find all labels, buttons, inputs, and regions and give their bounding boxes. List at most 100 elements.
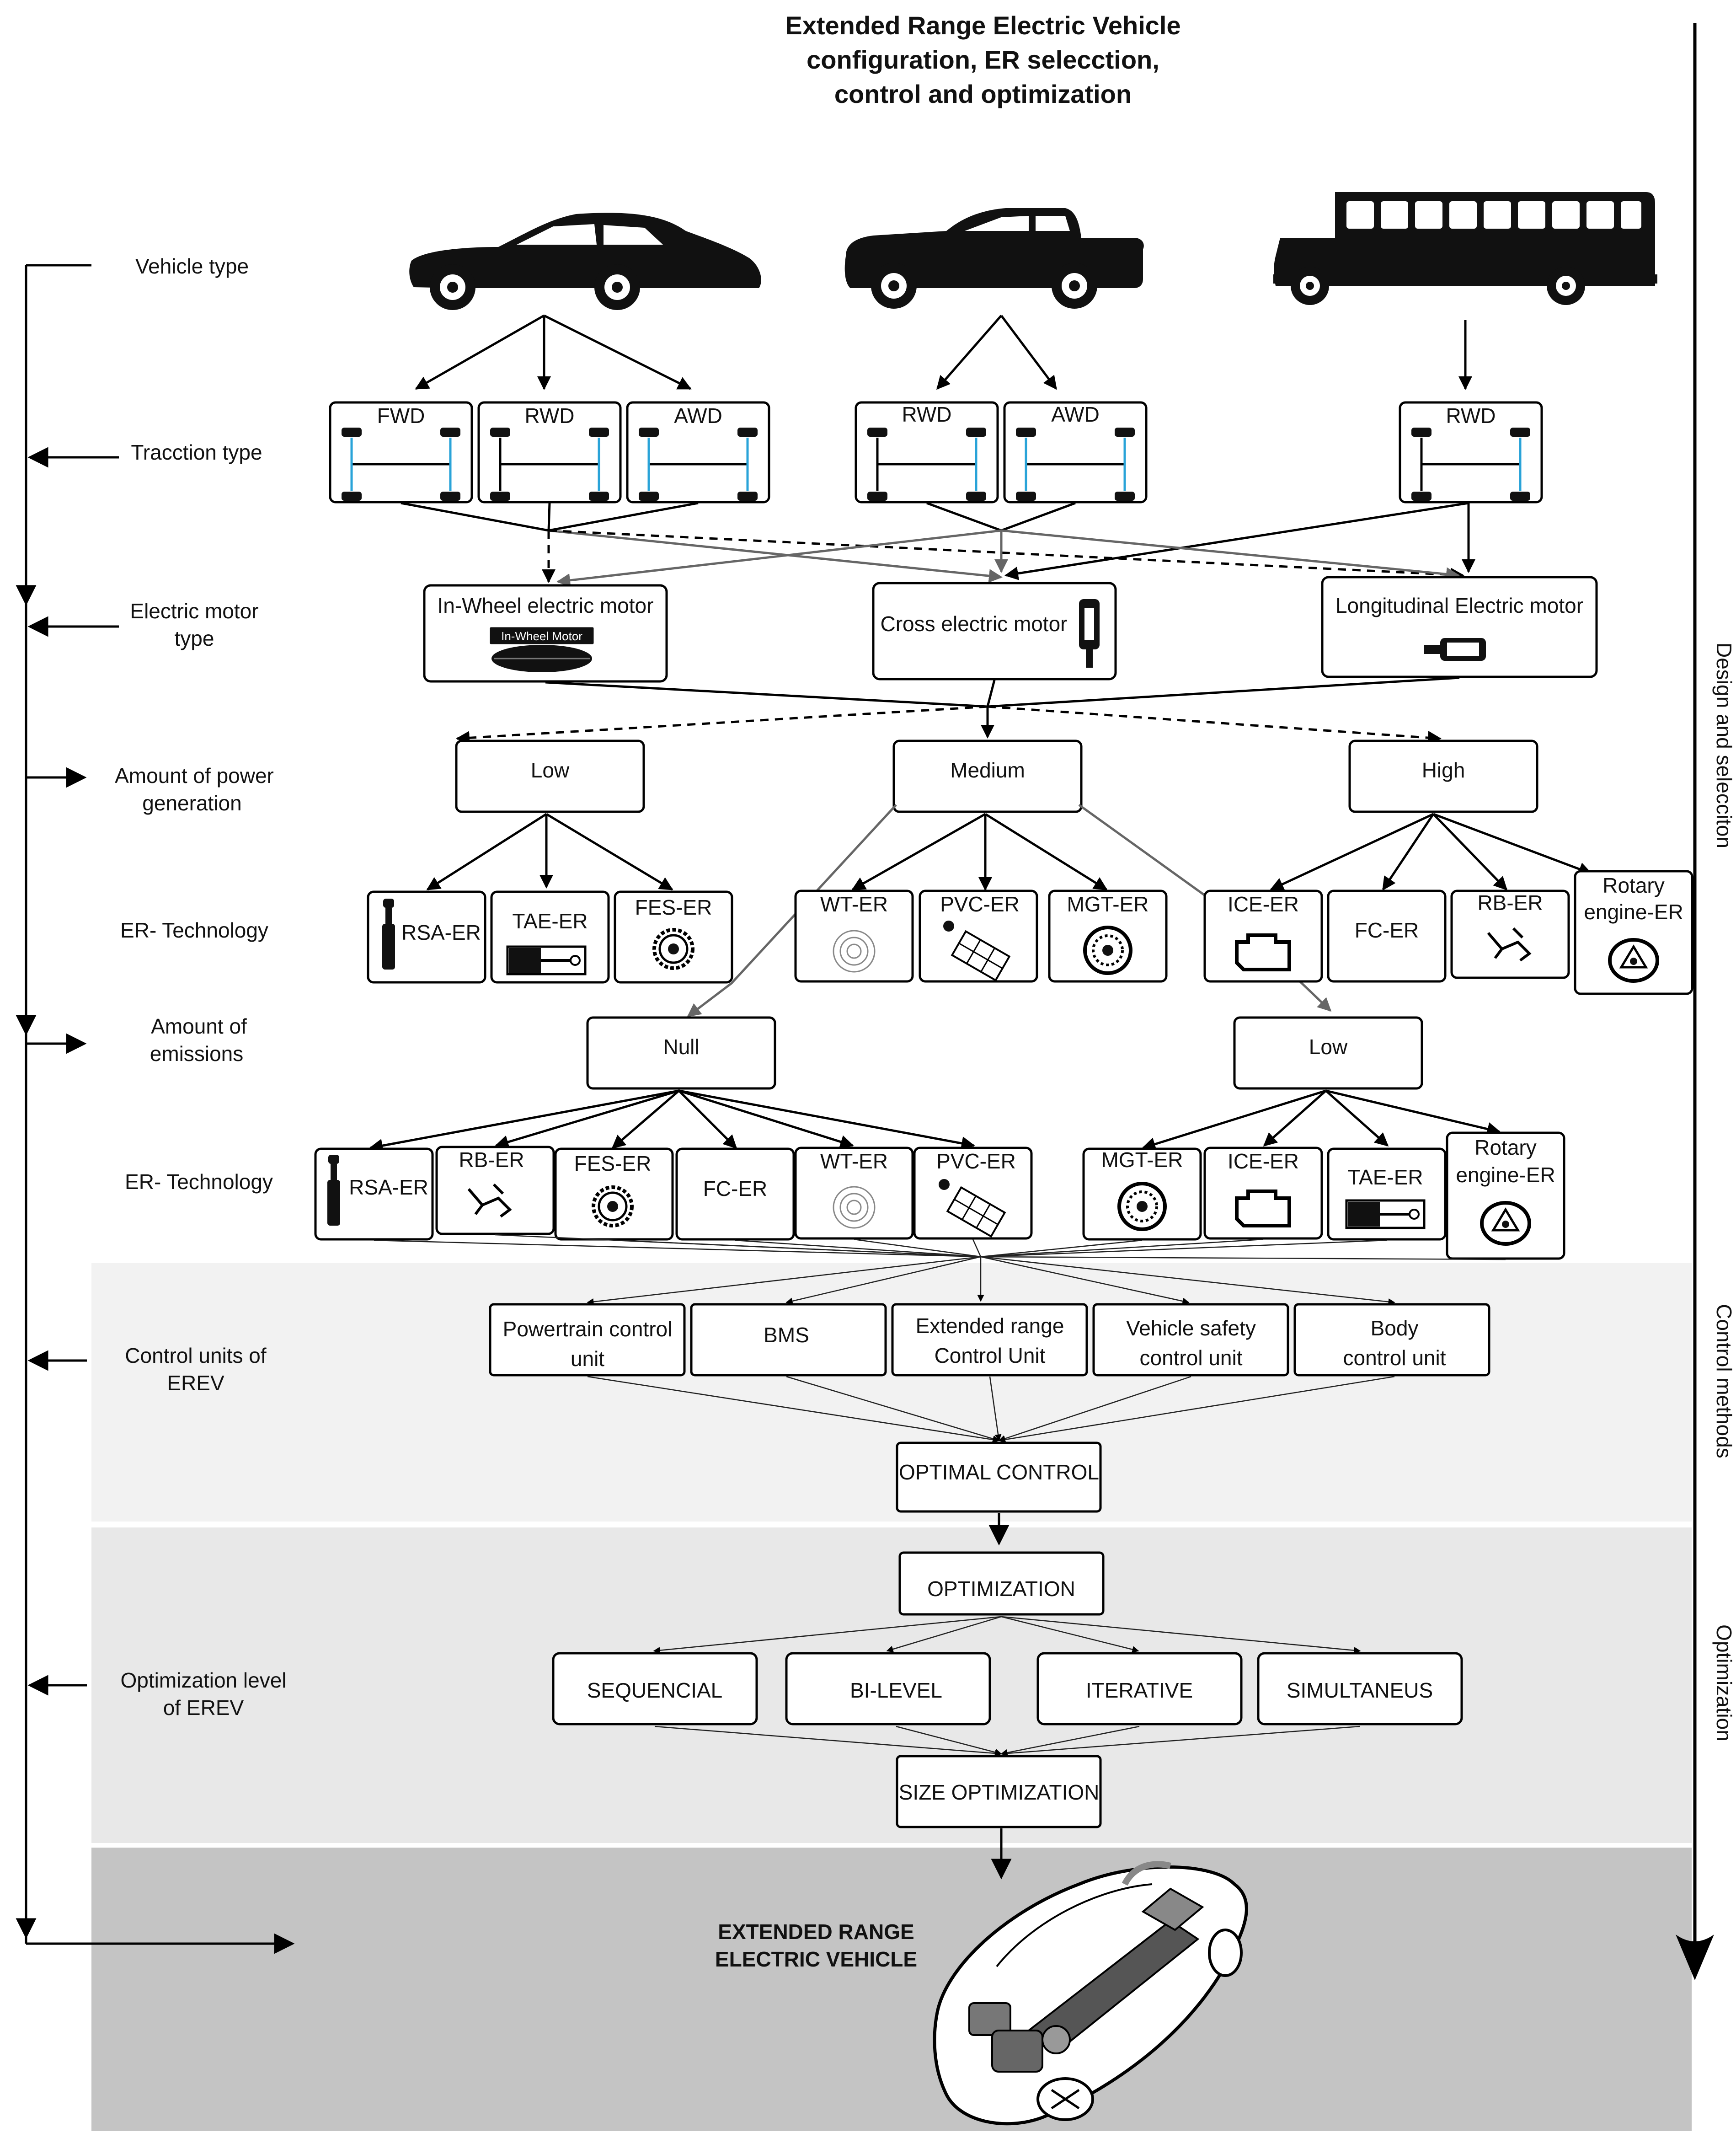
row-labels: Vehicle type Tracction type Electric mot… — [115, 254, 286, 1720]
svg-text:ELECTRIC VEHICLE: ELECTRIC VEHICLE — [715, 1947, 917, 1971]
tech1-fc: FC-ER — [1327, 889, 1447, 983]
tech2-rb: RB-ER — [435, 1146, 555, 1235]
motor-power-links — [456, 676, 1460, 745]
svg-text:FC-ER: FC-ER — [703, 1177, 768, 1200]
svg-text:FES-ER: FES-ER — [574, 1152, 652, 1175]
final-vehicle-label: EXTENDED RANGE ELECTRIC VEHICLE — [715, 1920, 917, 1971]
svg-text:OPTIMIZATION: OPTIMIZATION — [927, 1577, 1075, 1601]
traction-car-rwd: RWD — [477, 401, 622, 504]
svg-text:control unit: control unit — [1139, 1346, 1242, 1370]
svg-text:Vehicle safety: Vehicle safety — [1126, 1316, 1256, 1340]
svg-text:In-Wheel Motor: In-Wheel Motor — [501, 629, 582, 643]
row-label-control-units-1: Control units of — [125, 1344, 267, 1367]
traction-pickup-awd: AWD — [1003, 401, 1148, 504]
opt-bilevel: BI-LEVEL — [785, 1652, 991, 1725]
emission-tech-links — [369, 1089, 1501, 1152]
svg-text:ICE-ER: ICE-ER — [1228, 892, 1299, 916]
bus-icon — [1273, 192, 1657, 305]
optimization-box: OPTIMIZATION — [898, 1551, 1105, 1616]
row-label-motor-type-2: type — [175, 627, 214, 650]
side-label-control: Control methods — [1712, 1304, 1736, 1458]
opt-sequencial: SEQUENCIAL — [552, 1652, 758, 1725]
emissions-low: Low — [1233, 1016, 1423, 1090]
svg-text:ICE-ER: ICE-ER — [1228, 1149, 1299, 1173]
cu-extended-range: Extended range Control Unit — [891, 1303, 1088, 1377]
row-label-vehicle-type: Vehicle type — [135, 254, 249, 278]
svg-text:SEQUENCIAL: SEQUENCIAL — [587, 1678, 723, 1702]
tech2-wt: WT-ER — [794, 1147, 914, 1240]
tech2-rsa: RSA-ER — [314, 1147, 434, 1241]
opt-simultaneus: SIMULTANEUS — [1257, 1652, 1463, 1725]
svg-text:RB-ER: RB-ER — [459, 1148, 524, 1172]
row-label-emissions-2: emissions — [150, 1042, 244, 1066]
motor-longitudinal: Longitudinal Electric motor — [1321, 576, 1598, 678]
svg-text:RSA-ER: RSA-ER — [349, 1175, 428, 1199]
svg-text:In-Wheel electric motor: In-Wheel electric motor — [438, 594, 654, 617]
svg-text:Cross electric motor: Cross electric motor — [881, 612, 1068, 636]
convergence-control-links — [587, 1256, 1395, 1305]
svg-text:Rotary: Rotary — [1602, 873, 1664, 897]
svg-text:RSA-ER: RSA-ER — [401, 921, 481, 944]
svg-text:BI-LEVEL: BI-LEVEL — [850, 1678, 942, 1702]
tech2-pvc: PVC-ER — [913, 1147, 1033, 1240]
svg-text:Rotary: Rotary — [1474, 1136, 1536, 1159]
tech1-ice: ICE-ER — [1203, 889, 1323, 983]
svg-text:WT-ER: WT-ER — [820, 892, 888, 916]
pickup-truck-icon — [844, 208, 1144, 309]
tech1-rotary: Rotary engine-ER — [1574, 870, 1693, 995]
tech1-tae: TAE-ER — [490, 890, 610, 984]
row-label-control-units-2: EREV — [167, 1371, 224, 1395]
tech2-ice: ICE-ER — [1203, 1147, 1323, 1240]
power-medium: Medium — [892, 739, 1083, 813]
tech1-rb: RB-ER — [1450, 889, 1570, 979]
left-bracket — [16, 264, 295, 1954]
control-methods-band — [91, 1263, 1692, 1522]
final-vehicle-band — [91, 1848, 1692, 2131]
svg-text:Extended range: Extended range — [916, 1314, 1064, 1338]
tech-convergence-lines — [374, 1234, 1506, 1260]
power-high: High — [1348, 739, 1538, 813]
tech2-fc: FC-ER — [675, 1147, 795, 1241]
svg-text:RB-ER: RB-ER — [1477, 891, 1543, 915]
svg-text:PVC-ER: PVC-ER — [936, 1149, 1016, 1173]
title-line-1: Extended Range Electric Vehicle — [785, 11, 1180, 40]
svg-text:RWD: RWD — [1446, 404, 1496, 428]
optimal-control-box: OPTIMAL CONTROL — [896, 1441, 1102, 1513]
traction-pickup-rwd: RWD — [855, 401, 999, 504]
size-optimization-box: SIZE OPTIMIZATION — [896, 1755, 1102, 1828]
tech2-mgt: MGT-ER — [1082, 1147, 1202, 1241]
tech1-wt: WT-ER — [794, 889, 914, 983]
svg-text:Null: Null — [663, 1035, 699, 1059]
svg-text:Low: Low — [1309, 1035, 1348, 1059]
row-label-opt-level-2: of EREV — [163, 1696, 244, 1720]
svg-text:RWD: RWD — [524, 404, 574, 428]
side-label-design: Design and selecciton — [1712, 643, 1736, 848]
opt-iterative: ITERATIVE — [1036, 1652, 1243, 1725]
svg-text:Low: Low — [531, 758, 570, 782]
traction-car-awd: AWD — [626, 401, 770, 504]
sedan-icon — [409, 213, 761, 310]
title-line-2: configuration, ER selecction, — [807, 45, 1159, 74]
row-label-motor-type-1: Electric motor — [130, 599, 258, 623]
tech1-pvc: PVC-ER — [919, 889, 1038, 983]
cu-vehicle-safety: Vehicle safety control unit — [1092, 1303, 1289, 1377]
method-size-links — [654, 1725, 1360, 1757]
cu-bms: BMS — [690, 1303, 887, 1377]
right-flow-arrow — [1676, 23, 1714, 1980]
svg-text:Powertrain control: Powertrain control — [503, 1317, 673, 1341]
optimization-method-links — [653, 1616, 1361, 1654]
svg-text:FES-ER: FES-ER — [635, 895, 712, 919]
svg-text:Longitudinal Electric motor: Longitudinal Electric motor — [1335, 594, 1583, 617]
svg-text:engine-ER: engine-ER — [1456, 1163, 1555, 1187]
svg-text:High: High — [1422, 758, 1465, 782]
traction-bus-rwd: RWD — [1399, 401, 1543, 504]
svg-text:TAE-ER: TAE-ER — [512, 909, 588, 933]
svg-text:BMS: BMS — [764, 1323, 809, 1347]
power-low: Low — [455, 739, 645, 813]
row-label-er-tech-2: ER- Technology — [125, 1170, 273, 1194]
row-label-power-gen-2: generation — [142, 791, 241, 815]
svg-text:AWD: AWD — [1051, 402, 1100, 426]
tech2-rotary: Rotary engine-ER — [1446, 1131, 1565, 1260]
svg-text:unit: unit — [571, 1347, 604, 1371]
